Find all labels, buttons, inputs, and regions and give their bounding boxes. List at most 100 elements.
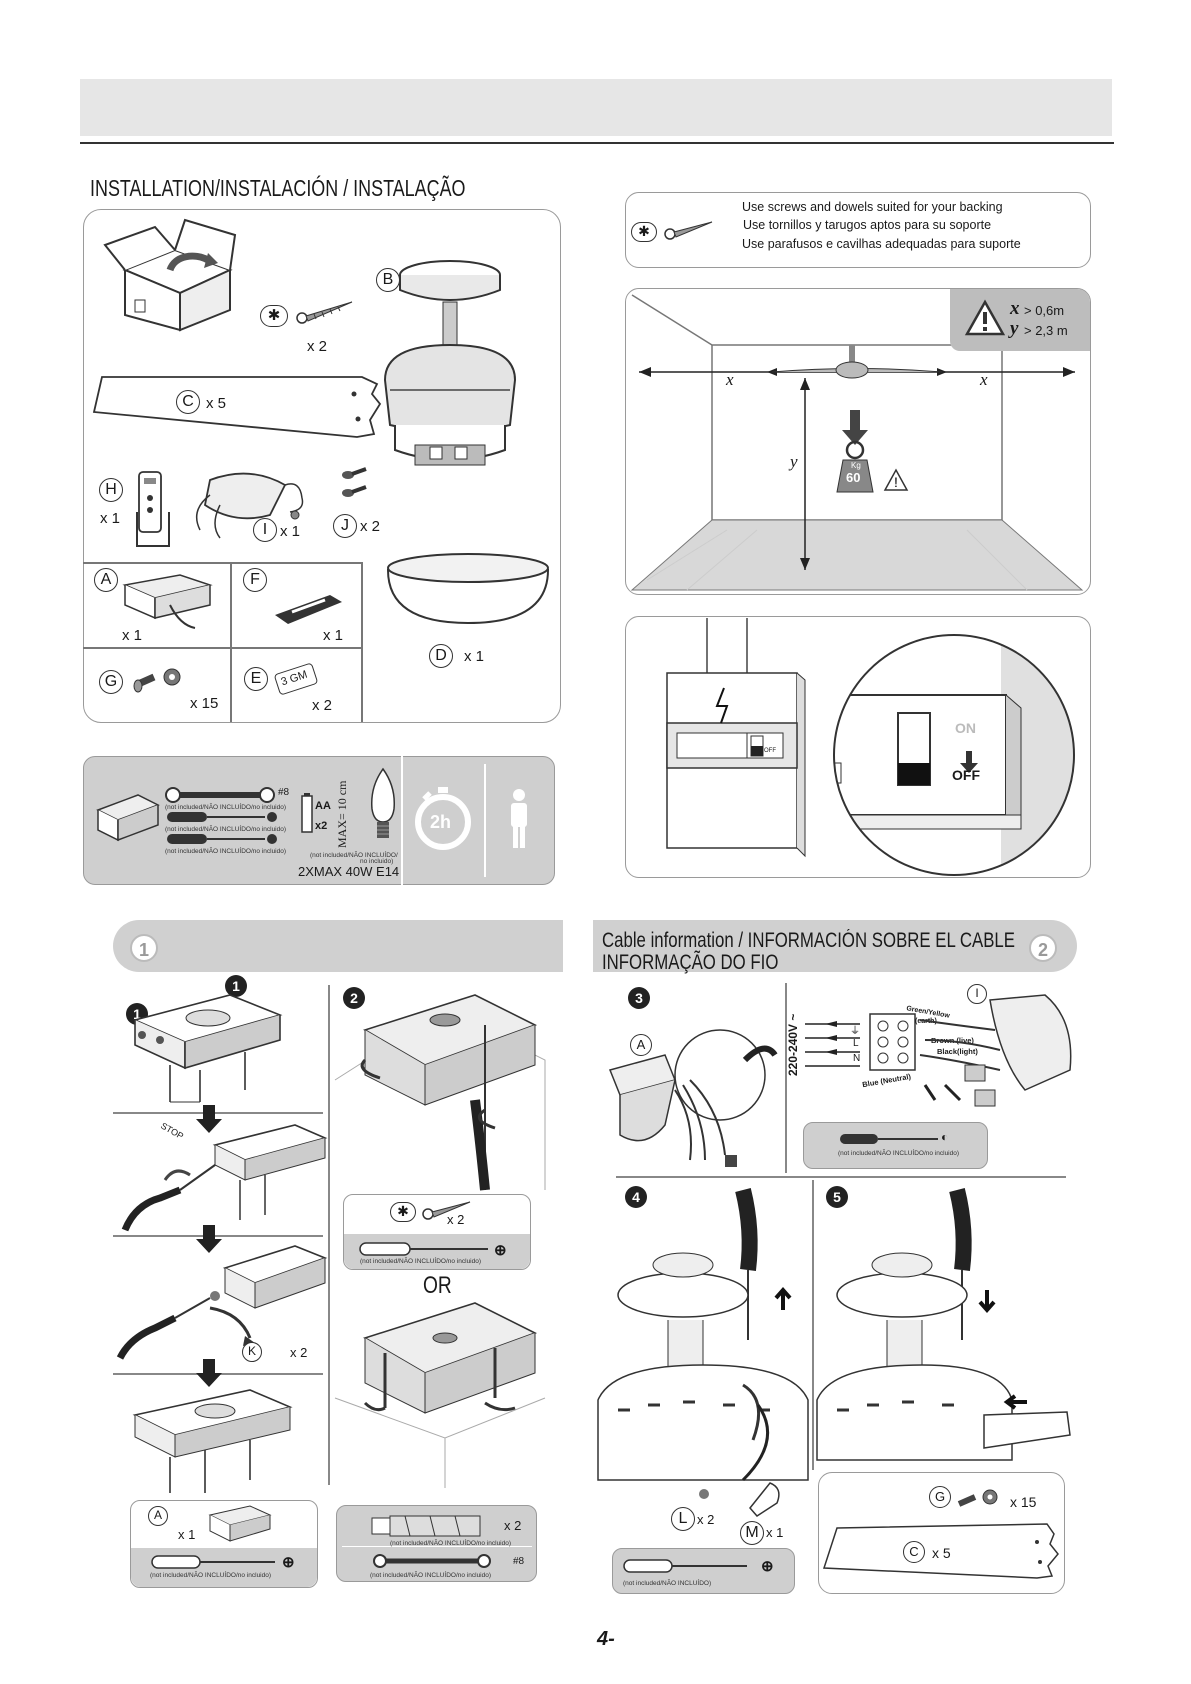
breaker-box-illustration [666, 618, 806, 858]
step1-asterisk: ✱ [390, 1202, 416, 1222]
step2-not-included: (not included/NÃO INCLUÍDO) [623, 1580, 712, 1587]
screwdriver-flat-icon [167, 812, 277, 822]
step2-screwdriver-icon [623, 1559, 747, 1573]
anchor-not-included: (not included/NÃO INCLUÍDO/no incluido) [390, 1540, 512, 1547]
step2-vline [812, 1180, 814, 1470]
screwdriver-flat-not-included: (not included/NÃO INCLUÍDO/no incluido) [165, 826, 287, 833]
bulb-icon [370, 767, 396, 838]
substep-4: 4 [625, 1186, 647, 1208]
bulb-not-included-2: no incluido) [360, 858, 394, 865]
note-screw-icon [664, 221, 713, 240]
step2-part-l-label: L [671, 1507, 695, 1531]
blade-illustration [92, 376, 382, 438]
glass-cover-illustration [386, 553, 550, 625]
step1-screw-qty: x 2 [447, 1212, 465, 1227]
bracket-view-3 [116, 1245, 328, 1360]
wiring-divider [785, 983, 787, 1173]
bracket-view-1 [132, 994, 283, 1103]
part-label-g: G [99, 670, 123, 694]
part-label-e: E [244, 667, 268, 691]
room-diagram: ! [630, 294, 1084, 591]
x-label-left: x [726, 370, 734, 389]
parts-grid-vline1 [230, 562, 232, 722]
part-label-b: B [376, 268, 400, 292]
part-j-qty: x 2 [360, 518, 381, 535]
part-l-screw-icon [699, 1489, 709, 1499]
mount-bracket-icon [122, 574, 213, 629]
page-title: INSTALLATION/INSTALACIÓN / INSTALAÇÃO [90, 175, 466, 201]
substep-5: 5 [826, 1186, 848, 1208]
step1-header [113, 920, 563, 972]
x-rule: > 0,6m [1024, 303, 1065, 318]
receiver-wiring-view [919, 994, 1072, 1107]
motor-screw-view-remove [597, 1188, 809, 1482]
part-f-qty: x 1 [323, 627, 344, 644]
tools-divider-2 [484, 764, 486, 877]
terminal-l: L [853, 1038, 859, 1049]
weight-value: 60 [846, 470, 861, 485]
person-icon [511, 789, 527, 848]
step2-part-c-qty: x 5 [932, 1545, 951, 1561]
part-label-k: K [242, 1342, 262, 1362]
fan-motor-illustration [383, 260, 517, 466]
balance-weight-text: 3 GM [279, 668, 309, 689]
step2-part-i-label: I [967, 984, 987, 1004]
part-g-qty: x 15 [190, 695, 219, 712]
part-k-qty: x 2 [290, 1345, 308, 1360]
step1-not-included-1: (not included/NÃO INCLUÍDO/no incluido) [360, 1258, 482, 1265]
step1-part-a-qty: x 1 [178, 1527, 196, 1542]
breaker-off-small: OFF [764, 748, 776, 754]
x-label-right: x [980, 370, 988, 389]
step2-part-c-label: C [903, 1541, 925, 1563]
ceiling-mount-view [334, 994, 546, 1191]
y-rule-var: y [1010, 318, 1019, 339]
bulb-spec: 2XMAX 40W E14 [298, 864, 400, 879]
part-label-c: C [176, 390, 200, 414]
header-band [80, 79, 1112, 136]
anchor-bolt-icon [371, 1515, 481, 1537]
step2-part-m-qty: x 1 [766, 1525, 784, 1540]
ceiling-mount-view-alt [334, 1302, 546, 1488]
switch-on-label: ON [955, 720, 976, 736]
y-label: y [790, 452, 798, 471]
screws-note-line1: Use screws and dowels suited for your ba… [742, 200, 1003, 214]
screws-note-panel [625, 192, 1091, 268]
step2-screw-washer-icon [957, 1489, 998, 1507]
terminal-block-diagram [805, 1013, 916, 1071]
weight-unit: Kg [851, 461, 861, 470]
wrench-icon [165, 787, 275, 803]
or-label: OR [423, 1272, 452, 1299]
step2-number: 2 [1029, 934, 1057, 962]
part-h-qty: x 1 [100, 510, 121, 527]
parts-grid-hline1 [83, 562, 363, 564]
tools-divider-1 [401, 756, 403, 885]
step2-phillips-symbol: ⊕ [761, 1558, 774, 1575]
substep-3: 3 [628, 987, 650, 1009]
step1-part-a-phillips: ⊕ [282, 1554, 295, 1571]
step1-not-included-2: (not included/NÃO INCLUÍDO/no incluido) [150, 1572, 272, 1579]
tools-panel [83, 756, 555, 885]
battery-type: AA [315, 800, 331, 812]
bracket-view-2 [121, 1124, 328, 1232]
stopwatch-icon [415, 787, 471, 850]
step1-vline [328, 985, 330, 1485]
step1-part-a-icon [208, 1505, 272, 1542]
part-c-qty: x 5 [206, 395, 227, 412]
anchor-wrench-not-included: (not included/NÃO INCLUÍDO/no incluido) [370, 1572, 492, 1579]
switch-off-label: OFF [952, 767, 980, 783]
part-label-d: D [429, 644, 453, 668]
wiring-screwdriver-icon [840, 1134, 938, 1144]
bulb-not-included-1: (not included/NÃO INCLUÍDO/ [310, 852, 398, 859]
substep-1-2: 2 [343, 987, 365, 1009]
part-label-i: I [253, 518, 277, 542]
svg-text:!: ! [894, 474, 898, 490]
remote-icon [136, 471, 170, 547]
time-estimate: 2h [430, 812, 452, 832]
step2-header [593, 920, 1077, 972]
y-rule: > 2,3 m [1024, 323, 1068, 338]
step1-hline2 [113, 1235, 323, 1237]
part-i-qty: x 1 [280, 523, 301, 540]
bracket-icon [96, 794, 160, 842]
screws-note-line2: Use tornillos y tarugos aptos para su so… [743, 218, 992, 232]
wire-black-label: Black(light) [937, 1047, 978, 1056]
